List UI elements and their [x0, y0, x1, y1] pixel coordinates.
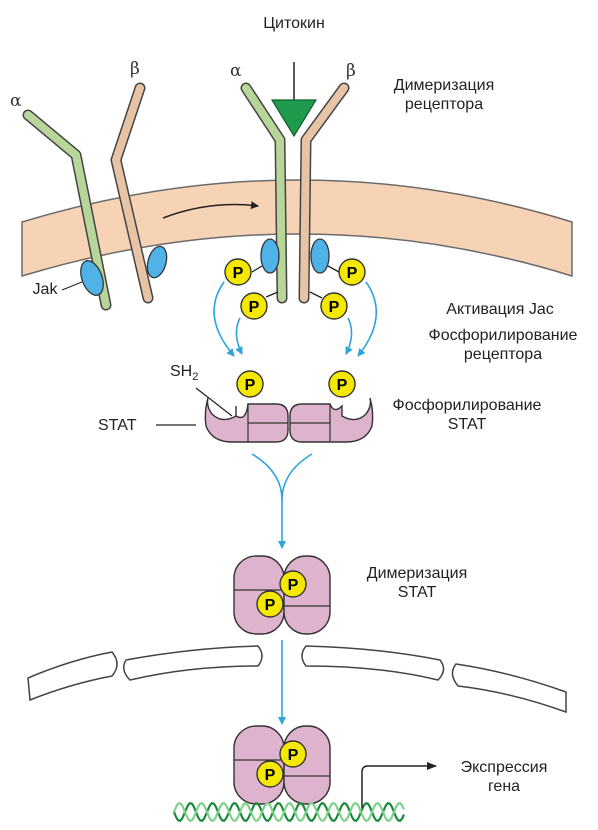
stat-phosphorylation-label: Фосфорилирование STAT	[382, 396, 552, 434]
jak-activation-label: Активация Jac	[430, 300, 570, 319]
transcription-arrow	[362, 766, 436, 808]
phosphorylation-arrow	[358, 282, 376, 356]
receptor-phosphorylation-label: Фосфорилирование рецептора	[418, 326, 588, 364]
sh2-label: SH2	[170, 362, 198, 387]
receptor-dimerization-label: Димеризация рецептора	[374, 76, 514, 114]
cytokine-label: Цитокин	[244, 14, 344, 33]
stat-dimer-nuclear	[234, 726, 330, 804]
stat-dimer	[234, 556, 330, 634]
stat-protein	[290, 398, 373, 442]
nuclear-envelope-segment	[28, 652, 117, 700]
phosphorylation-arrow	[346, 318, 352, 354]
dimerization-arrow	[252, 454, 282, 500]
phosphate-icon: P	[280, 571, 306, 597]
beta-label: β	[346, 62, 356, 81]
gene-expression-label: Экспрессия гена	[444, 758, 564, 796]
alpha-label: α	[230, 62, 241, 81]
phosphorylation-arrow	[214, 282, 234, 356]
phosphate-icon: P	[339, 259, 365, 285]
jak-label: Jak	[30, 280, 60, 299]
svg-text:P: P	[347, 265, 358, 282]
jak-pointer-line	[62, 282, 82, 290]
svg-text:P: P	[288, 577, 299, 594]
nuclear-envelope-segment	[452, 664, 566, 712]
svg-text:P: P	[288, 747, 299, 764]
phosphorylation-arrow	[236, 318, 242, 354]
svg-text:P: P	[245, 377, 256, 394]
nuclear-envelope-segment	[302, 646, 444, 680]
svg-text:P: P	[337, 377, 348, 394]
dna-helix	[174, 803, 404, 821]
svg-text:P: P	[265, 597, 276, 614]
jak-icon	[311, 239, 329, 273]
stat-dimerization-label: Димеризация STAT	[352, 564, 482, 602]
svg-text:P: P	[329, 299, 340, 316]
dimerization-arrow	[282, 454, 312, 500]
phosphate-icon: P	[225, 259, 251, 285]
stat-label: STAT	[98, 416, 137, 435]
phosphate-icon: P	[241, 293, 267, 319]
beta-label: β	[130, 60, 140, 79]
phosphate-icon: P	[237, 371, 263, 397]
phosphate-icon: P	[257, 761, 283, 787]
svg-text:P: P	[265, 767, 276, 784]
svg-text:P: P	[249, 299, 260, 316]
cell-membrane	[22, 180, 572, 276]
nuclear-envelope-segment	[124, 646, 262, 680]
phosphate-icon: P	[257, 591, 283, 617]
phosphate-icon: P	[280, 741, 306, 767]
phosphate-icon: P	[321, 293, 347, 319]
sh2-pointer-line	[196, 388, 232, 416]
phosphate-icon: P	[329, 371, 355, 397]
svg-text:P: P	[233, 265, 244, 282]
jak-icon	[261, 239, 279, 273]
alpha-label: α	[10, 92, 21, 111]
